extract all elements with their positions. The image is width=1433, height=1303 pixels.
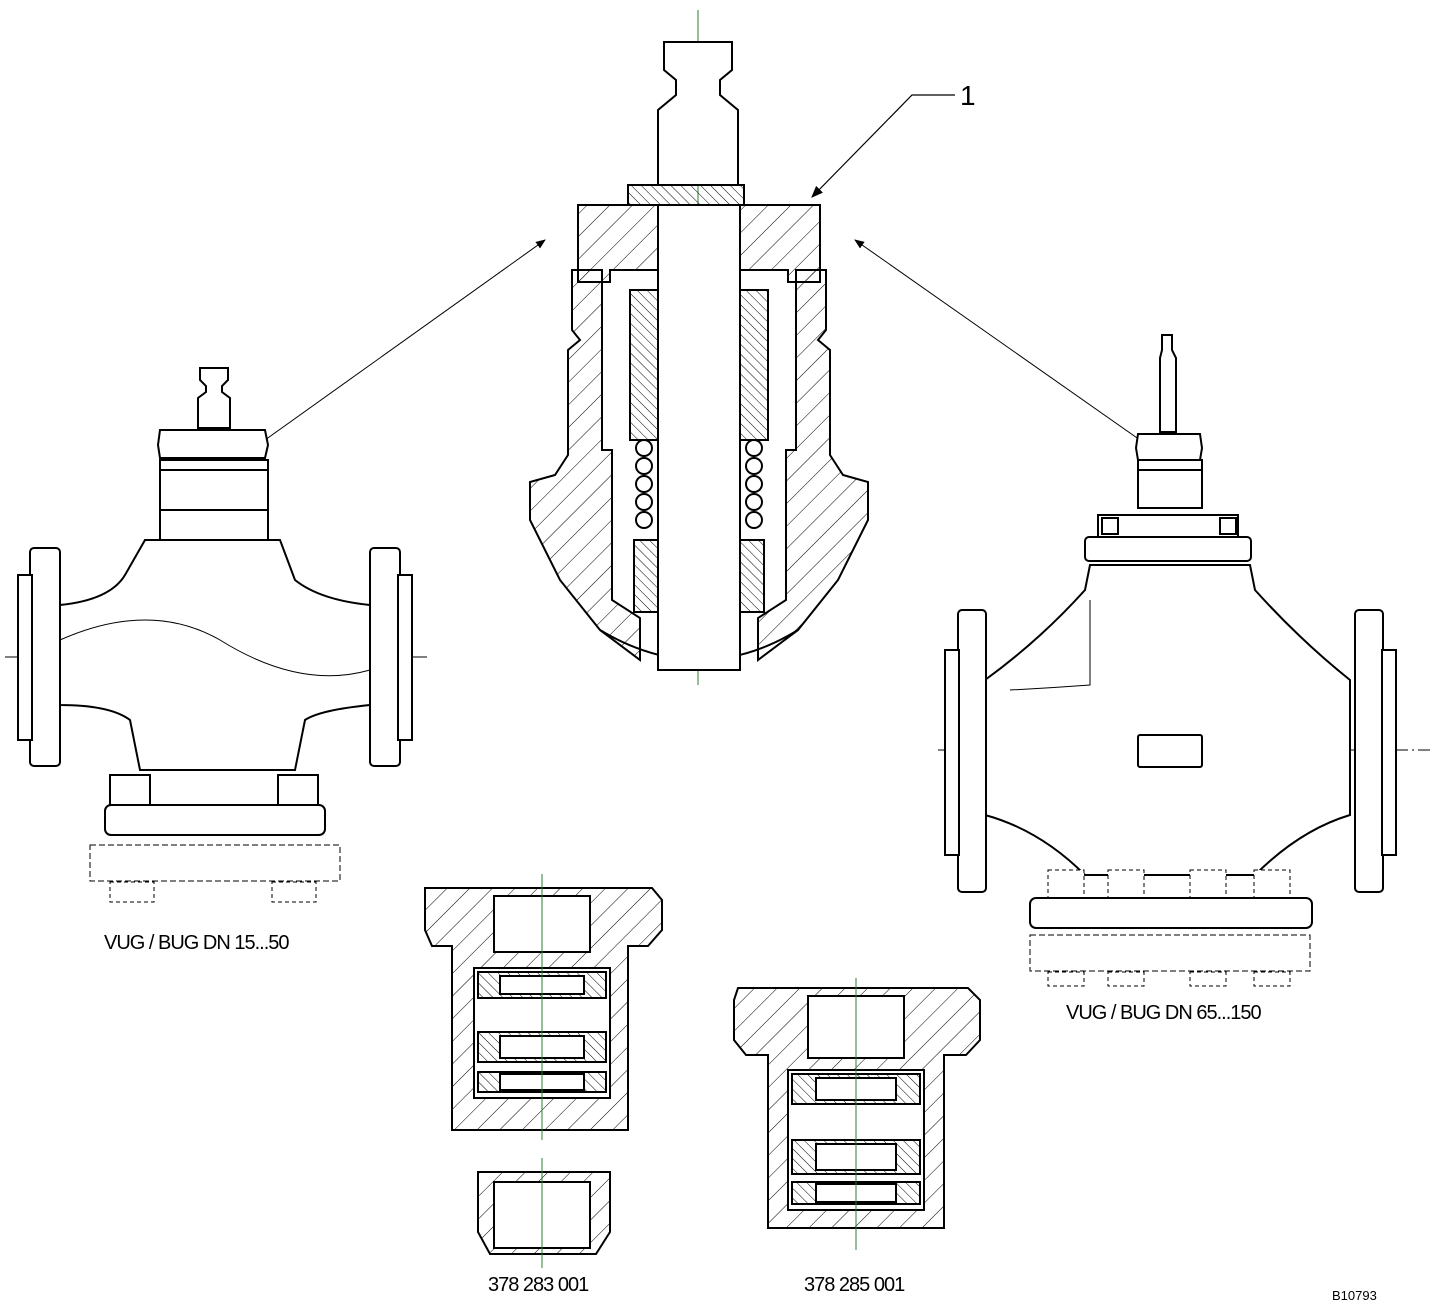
stem-seal-section-view [529,10,955,685]
packing-rings-left [629,289,659,613]
callout-leader [811,94,955,198]
pointer-arrow-left [264,239,546,441]
caption-left-valve: VUG / BUG DN 15...50 [104,932,290,954]
caption-right-valve: VUG / BUG DN 65...150 [1066,1002,1262,1024]
pointer-arrow-right [854,239,1141,441]
part-378-285-001 [733,978,981,1250]
callout-number: 1 [960,80,976,111]
caption-part-a: 378 283 001 [488,1274,589,1296]
caption-part-b: 378 285 001 [804,1274,905,1296]
stem-shaft [657,204,741,671]
valve-body-section [529,269,641,662]
stem-top [657,41,739,186]
valve-body-section-right [757,269,869,662]
packing-rings-right [739,289,769,613]
stem-collar [627,184,745,206]
drawing-reference: B10793 [1332,1288,1377,1303]
part-378-283-001 [424,874,663,1268]
valve-small-view [5,367,428,903]
valve-large-view [938,334,1430,987]
